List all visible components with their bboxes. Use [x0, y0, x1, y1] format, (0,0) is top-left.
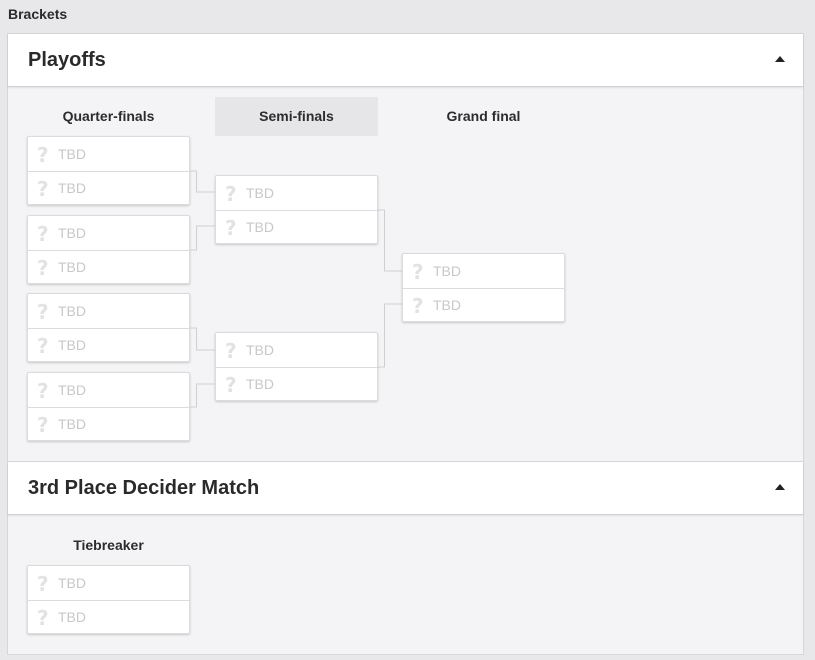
question-mark-icon: ?	[37, 572, 49, 596]
round-label-grand-final: Grand final	[446, 108, 521, 124]
question-mark-icon: ?	[37, 606, 49, 630]
connector-qf1-sf1	[190, 170, 215, 193]
playoffs-title: Playoffs	[28, 49, 106, 71]
question-mark-icon: ?	[412, 294, 424, 318]
team-name: TBD	[58, 259, 86, 275]
question-mark-icon: ?	[225, 182, 237, 206]
match-slot-top[interactable]: ? TBD	[403, 254, 564, 289]
bracket-connectors	[190, 170, 402, 408]
team-name: TBD	[246, 376, 274, 392]
match-slot-bottom[interactable]: ? TBD	[403, 288, 564, 322]
match-slot-top[interactable]: ? TBD	[28, 137, 189, 172]
question-mark-icon: ?	[225, 339, 237, 363]
connector-qf2-sf1	[190, 225, 215, 251]
match-quarter-final-3[interactable]: ? TBD ? TBD	[27, 293, 190, 362]
match-tiebreaker[interactable]: ? TBD ? TBD	[27, 565, 190, 634]
match-slot-bottom[interactable]: ? TBD	[28, 328, 189, 362]
question-mark-icon: ?	[225, 373, 237, 397]
question-mark-icon: ?	[37, 334, 49, 358]
connector-qf3-sf2	[190, 327, 215, 351]
team-name: TBD	[246, 219, 274, 235]
match-slot-top[interactable]: ? TBD	[28, 373, 189, 408]
team-name: TBD	[433, 263, 461, 279]
team-name: TBD	[58, 337, 86, 353]
match-slot-bottom[interactable]: ? TBD	[28, 600, 189, 634]
question-mark-icon: ?	[37, 413, 49, 437]
connector-sf2-gf	[377, 303, 402, 368]
page-title: Brackets	[8, 6, 68, 22]
team-name: TBD	[246, 342, 274, 358]
question-mark-icon: ?	[37, 143, 49, 167]
match-semi-final-2[interactable]: ? TBD ? TBD	[215, 332, 378, 401]
match-slot-top[interactable]: ? TBD	[216, 176, 377, 211]
match-slot-bottom[interactable]: ? TBD	[216, 367, 377, 401]
match-quarter-final-4[interactable]: ? TBD ? TBD	[27, 372, 190, 441]
caret-up-icon[interactable]	[771, 480, 789, 496]
team-name: TBD	[58, 609, 86, 625]
third-place-panel: 3rd Place Decider Match Tiebreaker ? TBD …	[7, 461, 804, 655]
match-slot-bottom[interactable]: ? TBD	[28, 171, 189, 205]
team-name: TBD	[58, 416, 86, 432]
match-slot-top[interactable]: ? TBD	[216, 333, 377, 368]
round-label-quarter-finals: Quarter-finals	[62, 108, 155, 124]
playoffs-header[interactable]: Playoffs	[8, 34, 803, 87]
team-name: TBD	[58, 146, 86, 162]
match-grand-final[interactable]: ? TBD ? TBD	[402, 253, 565, 322]
round-label-semi-finals[interactable]: Semi-finals	[215, 97, 378, 136]
match-slot-top[interactable]: ? TBD	[28, 566, 189, 601]
question-mark-icon: ?	[37, 256, 49, 280]
playoffs-panel: Playoffs Quarter-finals Semi-finals Gran…	[7, 33, 804, 463]
team-name: TBD	[58, 180, 86, 196]
team-name: TBD	[246, 185, 274, 201]
question-mark-icon: ?	[37, 300, 49, 324]
match-semi-final-1[interactable]: ? TBD ? TBD	[215, 175, 378, 244]
team-name: TBD	[58, 303, 86, 319]
match-slot-bottom[interactable]: ? TBD	[216, 210, 377, 244]
match-slot-top[interactable]: ? TBD	[28, 294, 189, 329]
third-place-header[interactable]: 3rd Place Decider Match	[8, 462, 803, 515]
connector-sf1-gf	[377, 209, 402, 272]
match-slot-bottom[interactable]: ? TBD	[28, 407, 189, 441]
third-place-title: 3rd Place Decider Match	[28, 477, 260, 499]
question-mark-icon: ?	[412, 260, 424, 284]
match-quarter-final-2[interactable]: ? TBD ? TBD	[27, 215, 190, 284]
team-name: TBD	[58, 575, 86, 591]
match-slot-bottom[interactable]: ? TBD	[28, 250, 189, 284]
connector-qf4-sf2	[190, 383, 215, 408]
team-name: TBD	[58, 382, 86, 398]
round-label-tiebreaker: Tiebreaker	[73, 537, 144, 553]
caret-up-icon[interactable]	[771, 52, 789, 68]
match-quarter-final-1[interactable]: ? TBD ? TBD	[27, 136, 190, 205]
question-mark-icon: ?	[37, 379, 49, 403]
question-mark-icon: ?	[225, 216, 237, 240]
match-slot-top[interactable]: ? TBD	[28, 216, 189, 251]
team-name: TBD	[58, 225, 86, 241]
question-mark-icon: ?	[37, 177, 49, 201]
question-mark-icon: ?	[37, 222, 49, 246]
team-name: TBD	[433, 297, 461, 313]
